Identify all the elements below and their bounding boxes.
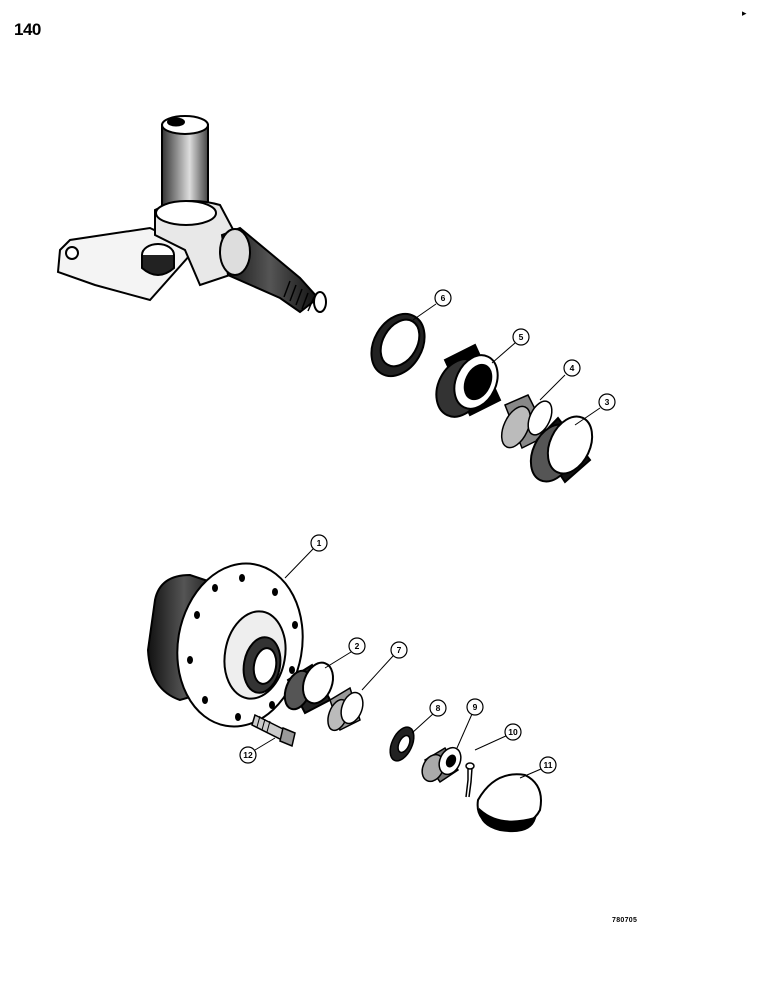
- figure-code: 780705: [612, 917, 638, 924]
- leader-lines: [254, 303, 601, 779]
- part-12-bolt: [251, 713, 296, 748]
- callout-9: 9: [466, 698, 484, 716]
- part-6-seal: [370, 313, 426, 377]
- svg-text:1: 1: [317, 538, 322, 548]
- page-number: 140: [14, 20, 41, 39]
- part-1-hub: [146, 562, 304, 728]
- part-10-cotter-pin: [465, 762, 475, 798]
- callout-2: 2: [348, 637, 366, 655]
- svg-text:6: 6: [441, 293, 446, 303]
- part-11-hub-cap: [476, 773, 542, 833]
- callout-7: 7: [390, 641, 408, 659]
- callout-12: 12: [239, 746, 257, 764]
- callout-8: 8: [429, 699, 447, 717]
- part-2-bearing-cup: [283, 661, 334, 715]
- spindle-assembly: [56, 115, 327, 314]
- part-4-bearing-cone: [500, 394, 553, 450]
- svg-text:5: 5: [519, 332, 524, 342]
- part-7-bearing-cone: [327, 686, 364, 732]
- svg-text:10: 10: [508, 727, 518, 737]
- svg-text:2: 2: [355, 641, 360, 651]
- callout-4: 4: [563, 359, 581, 377]
- callout-1: 1: [310, 534, 328, 552]
- svg-text:8: 8: [436, 703, 441, 713]
- part-5-bearing-cup: [435, 343, 502, 418]
- svg-text:12: 12: [243, 750, 253, 760]
- part-3-bearing-cup: [529, 415, 594, 484]
- part-8-washer: [389, 726, 415, 762]
- svg-text:11: 11: [544, 760, 553, 770]
- svg-text:9: 9: [473, 702, 478, 712]
- callout-11: 11: [539, 756, 557, 774]
- callout-10: 10: [504, 723, 522, 741]
- corner-mark: ▸: [742, 8, 747, 18]
- callout-5: 5: [512, 328, 530, 346]
- svg-text:4: 4: [570, 363, 575, 373]
- svg-text:7: 7: [397, 645, 402, 655]
- svg-text:3: 3: [605, 397, 610, 407]
- callout-6: 6: [434, 289, 452, 307]
- callout-3: 3: [598, 393, 616, 411]
- part-9-castle-nut: [421, 746, 462, 784]
